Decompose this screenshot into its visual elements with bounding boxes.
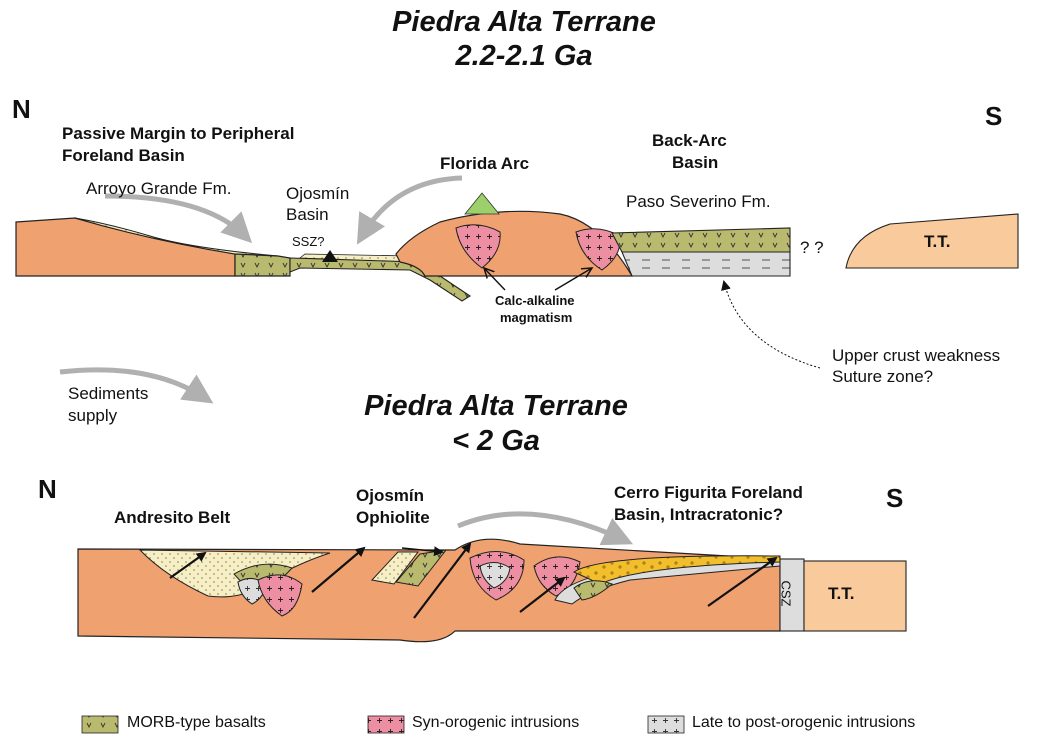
upper-morb-block	[235, 254, 290, 276]
calc-alkaline-label-line1: Calc-alkaline	[495, 294, 575, 309]
ojosmin-ophiolite-label-line2: Ophiolite	[356, 508, 430, 528]
legend-swatch-morb	[82, 716, 118, 733]
lower-title-line1: Piedra Alta Terrane	[306, 390, 686, 423]
legend-morb-label: MORB-type basalts	[127, 714, 266, 732]
upper-south-label: S	[985, 102, 1002, 132]
ojosmin-basin-label-line1: Ojosmín	[286, 184, 349, 204]
upper-tt-label: T.T.	[924, 232, 950, 252]
upper-cross-section	[16, 178, 1018, 368]
back-arc-label-line2: Basin	[672, 153, 718, 173]
back-arc-label-line1: Back-Arc	[652, 131, 727, 151]
passive-margin-label-line2: Foreland Basin	[62, 146, 185, 166]
andresito-belt-label: Andresito Belt	[114, 508, 230, 528]
arroyo-grande-label: Arroyo Grande Fm.	[86, 179, 232, 199]
lower-title-line2: < 2 Ga	[306, 425, 686, 458]
cerro-figurita-label-line1: Cerro Figurita Foreland	[614, 483, 803, 503]
lower-tt-block	[804, 561, 906, 631]
cerro-figurita-label-line2: Basin, Intracratonic?	[614, 505, 783, 525]
weakness-label-line1: Upper crust weakness	[832, 346, 1000, 366]
passive-margin-label-line1: Passive Margin to Peripheral	[62, 124, 294, 144]
ophiolite-gray-arrow	[458, 514, 624, 540]
ojosmin-basin-label-line2: Basin	[286, 205, 329, 225]
calc-alkaline-label-line2: magmatism	[500, 311, 572, 326]
question-marks: ? ?	[800, 238, 824, 258]
lower-south-label: S	[886, 484, 903, 514]
legend-syn-label: Syn-orogenic intrusions	[412, 714, 579, 732]
lower-north-label: N	[38, 475, 57, 505]
upper-title-line2: 2.2-2.1 Ga	[334, 40, 714, 73]
ojosmin-ophiolite-label-line1: Ojosmín	[356, 486, 424, 506]
weakness-arrow	[724, 282, 820, 368]
back-arc-volcanics	[612, 228, 790, 252]
legend-swatch-late	[648, 716, 684, 733]
sediments-supply-label-line1: Sediments	[68, 384, 148, 404]
upper-north-label: N	[12, 95, 31, 125]
back-arc-shales	[622, 252, 790, 276]
volcano-icon	[465, 193, 499, 214]
weakness-label-line2: Suture zone?	[832, 367, 933, 387]
lower-tt-label: T.T.	[828, 584, 854, 604]
csz-label: CSZ	[778, 580, 793, 606]
paso-severino-label: Paso Severino Fm.	[626, 192, 771, 212]
ssz-label: SSZ?	[292, 235, 325, 250]
legend-swatch-syn	[368, 716, 404, 733]
upper-title-line1: Piedra Alta Terrane	[334, 6, 714, 39]
legend-late-label: Late to post-orogenic intrusions	[692, 714, 915, 732]
lower-cross-section	[78, 514, 906, 642]
sediments-supply-label-line2: supply	[68, 406, 117, 426]
florida-arc-label: Florida Arc	[440, 154, 529, 174]
